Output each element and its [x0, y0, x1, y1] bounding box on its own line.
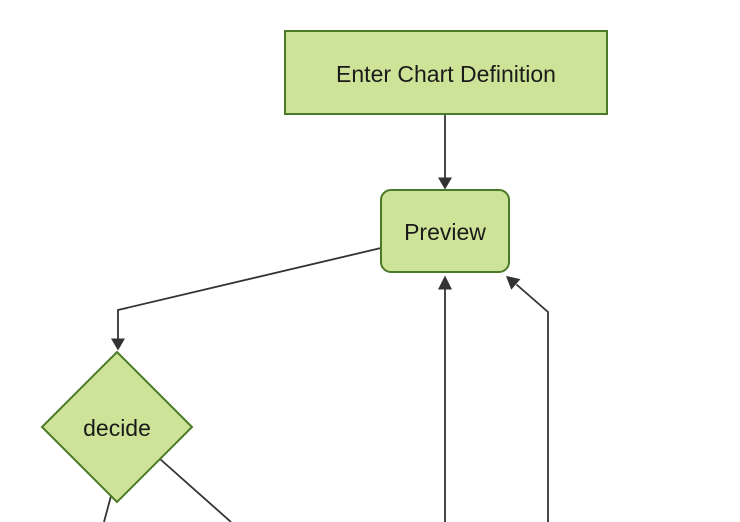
edge-preview-to-decide [111, 247, 382, 351]
preview-box [380, 189, 510, 273]
edge-line [515, 283, 549, 522]
decide-diamond [40, 350, 194, 504]
edge-line [103, 495, 112, 522]
edge-enter-to-preview [438, 114, 452, 190]
arrowhead-icon [438, 275, 452, 290]
node-enter-chart-definition: Enter Chart Definition [284, 30, 608, 115]
edge-line [159, 458, 232, 522]
edge-bottom-to-preview-vertical [438, 275, 452, 522]
node-label: Enter Chart Definition [336, 61, 556, 87]
edge-decide-to-bottom-right [159, 458, 232, 522]
arrowhead-icon [438, 177, 452, 190]
node-decide: decide [40, 350, 194, 504]
arrowhead-icon [506, 276, 521, 290]
edge-decide-to-bottom-left [103, 495, 112, 522]
node-label: decide [83, 415, 151, 441]
edge-line [117, 247, 382, 339]
edge-bottom-to-preview-corner [506, 276, 549, 522]
enter-chart-definition-box [284, 30, 608, 115]
arrowhead-icon [111, 338, 125, 351]
node-label: Preview [404, 219, 486, 245]
node-preview: Preview [380, 189, 510, 273]
